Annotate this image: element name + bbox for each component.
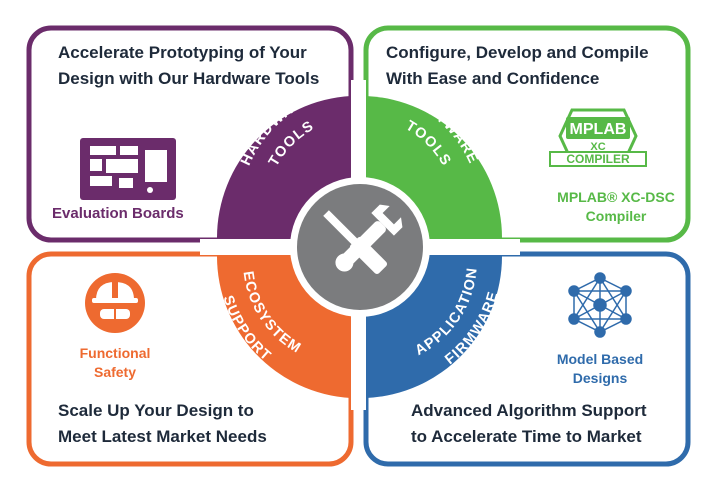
firmware-heading: Advanced Algorithm Support to Accelerate… xyxy=(411,401,647,446)
svg-text:MPLAB: MPLAB xyxy=(570,121,627,138)
model-based-designs-label: Model Based Designs xyxy=(556,351,644,386)
network-model-icon xyxy=(568,272,632,338)
software-heading: Configure, Develop and Compile With Ease… xyxy=(386,43,649,88)
mplab-compiler-label: MPLAB® XC-DSC Compiler xyxy=(557,189,675,224)
hardware-heading: Accelerate Prototyping of Your Design wi… xyxy=(58,43,320,88)
mplab-xc-compiler-logo: MPLAB XC COMPILER xyxy=(549,108,647,167)
svg-text:COMPILER: COMPILER xyxy=(566,152,630,166)
wrench-screwdriver-icon xyxy=(323,204,403,275)
functional-safety-label: Functional Safety xyxy=(79,345,151,380)
evaluation-boards-label: Evaluation Boards xyxy=(52,205,184,222)
evaluation-board-icon xyxy=(80,138,176,200)
ecosystem-heading: Scale Up Your Design to Meet Latest Mark… xyxy=(58,401,267,446)
svg-text:XC: XC xyxy=(590,141,605,153)
safety-worker-icon xyxy=(85,273,145,333)
